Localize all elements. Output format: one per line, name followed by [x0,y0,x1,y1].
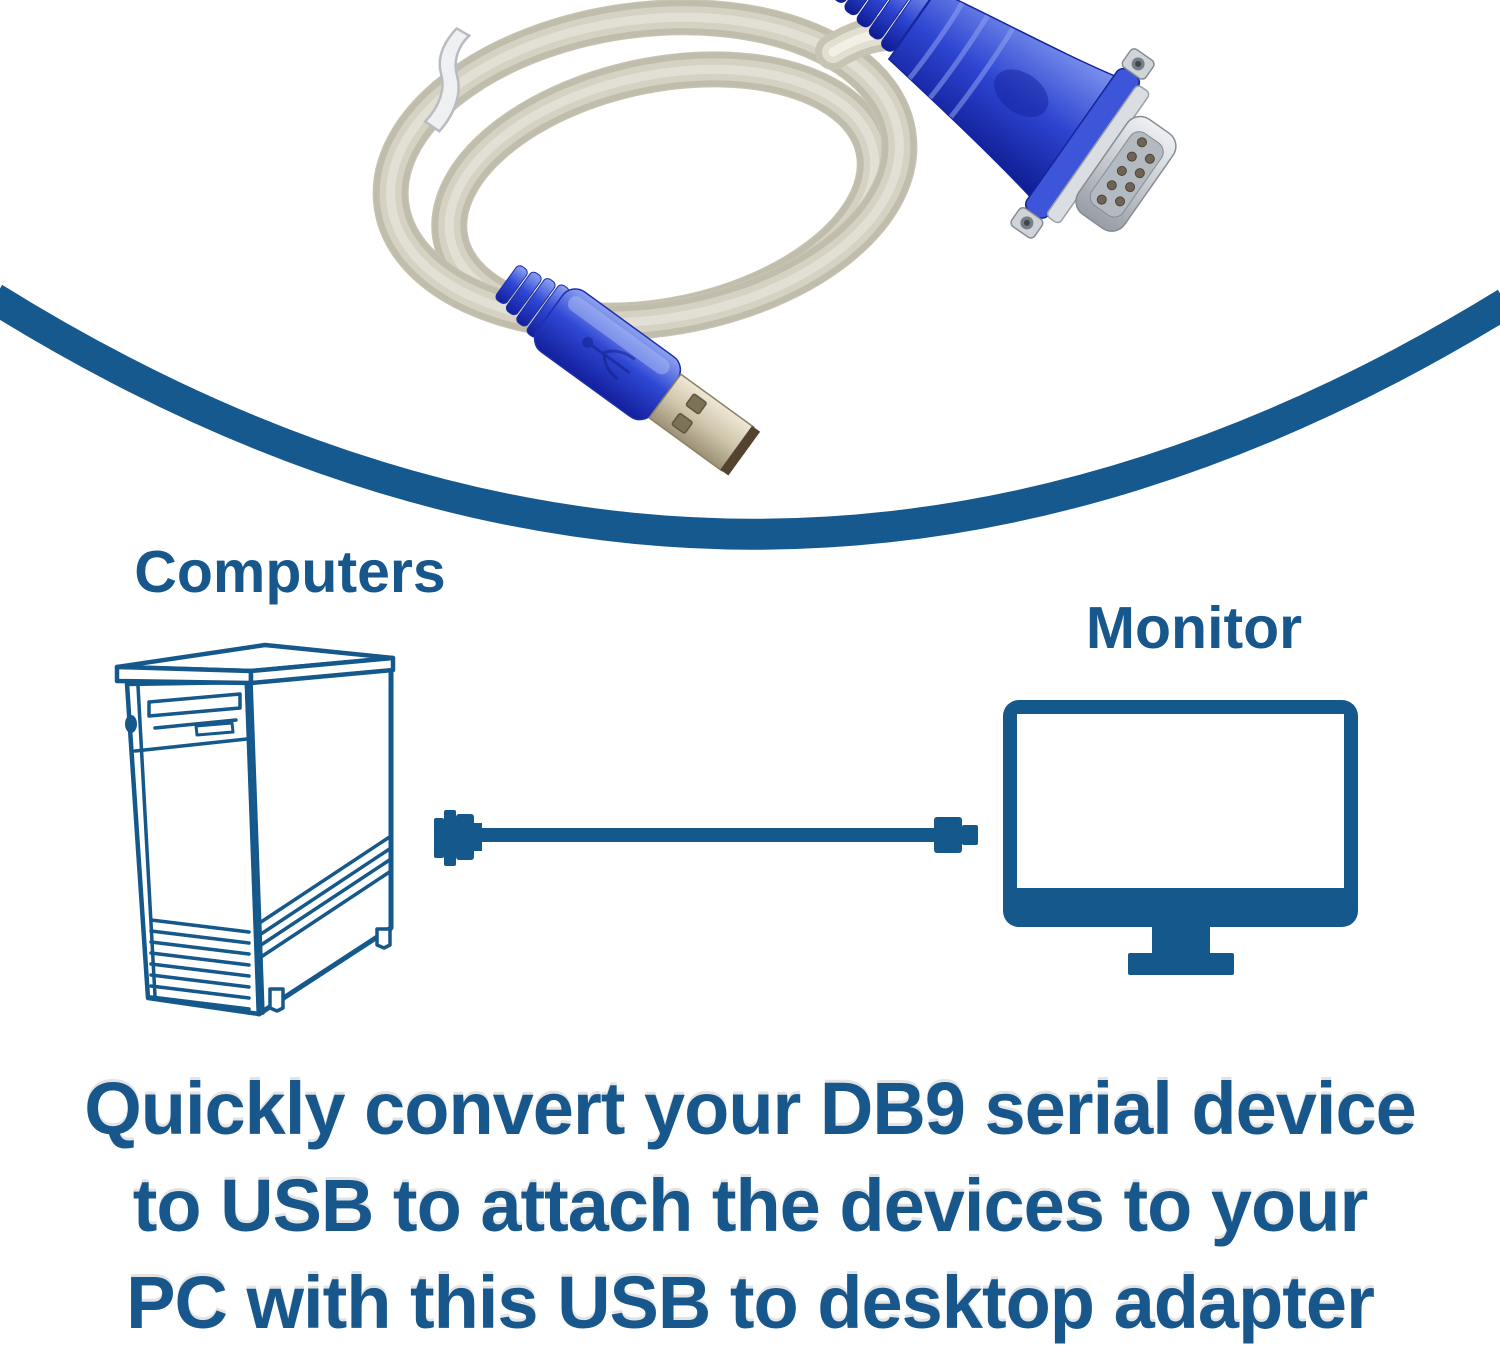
twist-tie [423,26,472,133]
computers-label: Computers [134,540,445,605]
db9-standoff-nut [1010,48,1155,239]
product-photo [0,0,1500,550]
caption-line-2: to USB to attach the devices to your [132,1164,1369,1247]
caption-line-1: Quickly convert your DB9 serial device [84,1067,1417,1150]
desktop-tower-icon [114,642,396,1017]
monitor-label: Monitor [1086,595,1302,661]
swoosh-curve [0,284,1500,550]
connection-diagram: Computers Monitor [114,540,1358,1017]
usb-logo-emboss [582,336,636,381]
caption-line-3: PC with this USB to desktop adapter [126,1261,1375,1344]
db9-pins [1096,137,1155,207]
adapter-cable-icon [434,810,978,866]
usb-connector [495,265,761,476]
caption: Quickly convert your DB9 serial device t… [0,1060,1500,1351]
db9-connector [832,0,1177,239]
monitor-icon [1003,700,1358,975]
